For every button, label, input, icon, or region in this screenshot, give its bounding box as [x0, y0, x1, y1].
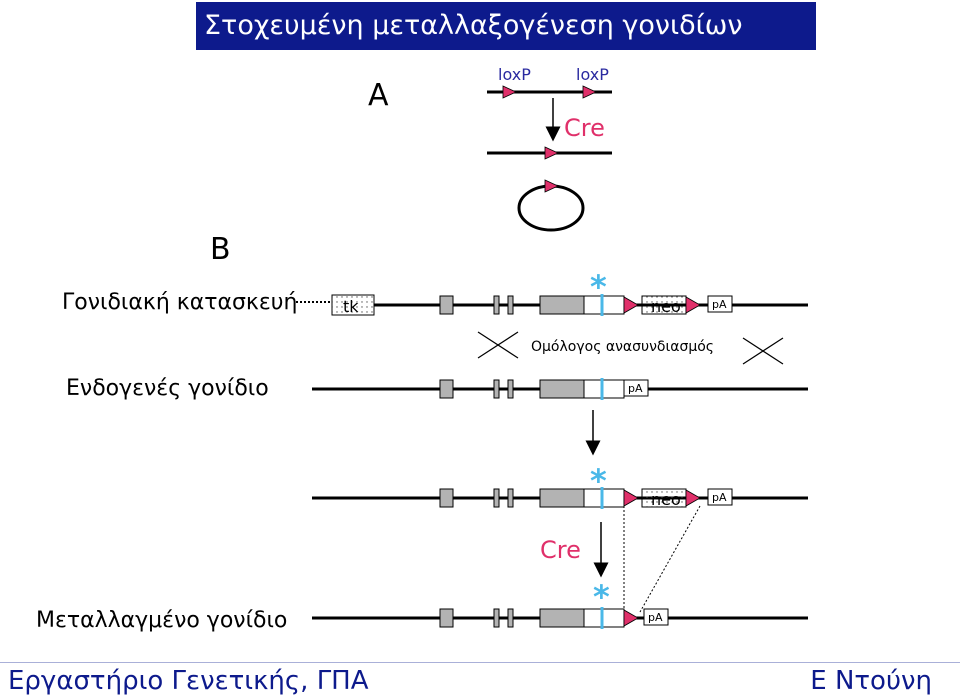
- mutant-exon-large: [539, 608, 585, 628]
- targeted-mutation-star: *: [590, 462, 607, 500]
- construct-exon-2: [493, 295, 500, 315]
- mutant-gene-label: Μεταλλαγμένο γονίδιο: [36, 608, 288, 633]
- endogenous-gene-label: Ενδογενές γονίδιο: [66, 376, 269, 401]
- endogenous-exon-1: [439, 379, 454, 399]
- cross-right-b: [742, 337, 784, 365]
- panel-a-label: A: [368, 78, 389, 113]
- slide-title: Στοχευμένη μεταλλαξογένεση γονιδίων: [196, 2, 816, 50]
- mutant-pa-box: [643, 608, 669, 626]
- guide-line-right: [639, 505, 701, 613]
- mutant-mutation-star: *: [593, 578, 610, 616]
- construct-mutation-star: *: [590, 268, 607, 306]
- endogenous-pa-label: pA: [628, 382, 643, 395]
- mutant-exon-2: [493, 608, 500, 628]
- endogenous-pa-box: [623, 379, 649, 397]
- neo-label: neo: [651, 297, 681, 316]
- loxp-left-triangle: [502, 85, 517, 99]
- construct-exon-large: [539, 295, 585, 315]
- targeted-exon-2: [493, 488, 500, 508]
- targeted-exon-large: [539, 488, 585, 508]
- construct-pa-box: [707, 295, 733, 313]
- loxp-right-label: loxP: [576, 65, 609, 84]
- targeted-pa-label: pA: [712, 491, 727, 504]
- cross-left-b: [477, 331, 519, 359]
- cre-label-a: Cre: [564, 114, 605, 142]
- endogenous-exon-3: [507, 379, 514, 399]
- endogenous-exon-white: [583, 379, 625, 399]
- footer-divider: [0, 662, 960, 663]
- mutant-loxp: [623, 609, 639, 627]
- footer-author: Ε Ντούνη: [810, 666, 932, 696]
- construct-exon-1: [439, 295, 454, 315]
- loxp-remaining-triangle: [544, 146, 559, 160]
- construct-pa-label: pA: [712, 298, 727, 311]
- mutant-exon-3: [507, 608, 514, 628]
- mutant-exon-1: [439, 608, 454, 628]
- targeted-exon-1: [439, 488, 454, 508]
- targeted-loxp-1: [623, 489, 639, 507]
- construct-loxp-1: [623, 296, 639, 314]
- construct-exon-3: [507, 295, 514, 315]
- mutant-pa-label: pA: [648, 611, 663, 624]
- targeted-exon-3: [507, 488, 514, 508]
- loxp-left-label: loxP: [498, 65, 531, 84]
- construct-label: Γονιδιακή κατασκευή: [62, 290, 298, 315]
- targeted-pa-box: [707, 488, 733, 506]
- cre-label-b: Cre: [540, 536, 581, 564]
- endogenous-exon-2: [493, 379, 500, 399]
- tk-label: tk: [343, 297, 359, 316]
- footer-institution: Εργαστήριο Γενετικής, ΓΠΑ: [8, 666, 369, 696]
- loxp-right-triangle: [582, 85, 597, 99]
- construct-loxp-2: [685, 296, 701, 314]
- endogenous-exon-large: [539, 379, 585, 399]
- targeted-loxp-2: [685, 489, 701, 507]
- homologous-recombination-label: Ομόλογος ανασυνδιασμός: [531, 339, 714, 355]
- circle-loxp-triangle: [544, 179, 559, 193]
- targeted-neo-label: neo: [651, 490, 681, 509]
- excised-circle: [517, 184, 585, 232]
- panel-b-label: B: [210, 232, 231, 267]
